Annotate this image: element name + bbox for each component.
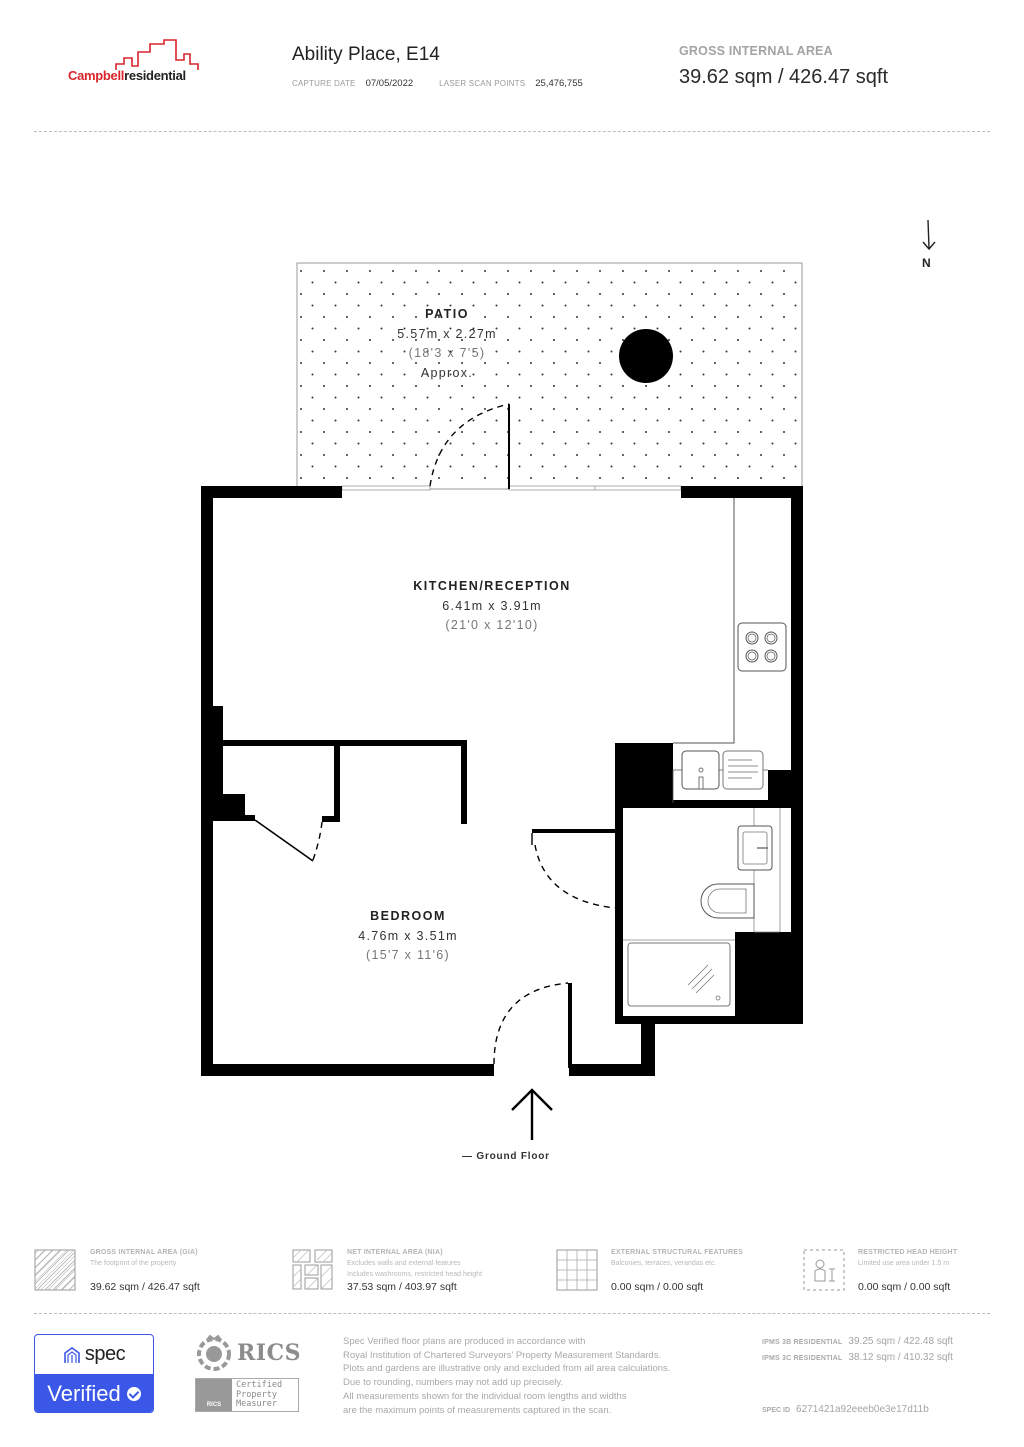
capture-date-value: 07/05/2022 — [365, 78, 414, 89]
verified-label: Verified — [47, 1381, 121, 1406]
skyline-icon — [115, 39, 199, 70]
entrance-arrow-icon — [511, 1088, 553, 1140]
check-circle-icon — [126, 1387, 141, 1401]
interior-walls — [223, 740, 623, 1068]
brand-name: Campbellresidential — [68, 68, 186, 83]
header-divider — [34, 131, 990, 132]
spec-house-icon — [64, 1346, 80, 1363]
legend-restricted-value: 0.00 sqm / 0.00 sqft — [858, 1281, 951, 1293]
room-label-bedroom: BEDROOM 4.76m x 3.51m (15'7 x 11'6) — [358, 909, 458, 962]
nia-hatch-icon — [292, 1249, 333, 1290]
legend-gia: GROSS INTERNAL AREA (GIA) The footprint … — [34, 1245, 274, 1295]
laser-scan-label: LASER SCAN POINTS — [439, 79, 526, 88]
footer-divider — [34, 1313, 990, 1314]
floor-label: — Ground Floor — [462, 1151, 550, 1162]
room-label-kitchen-reception: KITCHEN/RECEPTION 6.41m x 3.91m (21'0 x … — [413, 579, 571, 632]
north-arrow-icon — [917, 218, 941, 274]
gia-header-value: 39.62 sqm / 426.47 sqft — [679, 66, 889, 88]
scan-meta: CAPTURE DATE 07/05/2022 LASER SCAN POINTS 2… — [292, 78, 609, 89]
legend-restricted-height: RESTRICTED HEAD HEIGHT Limited use area … — [802, 1245, 1002, 1295]
rics-certified-measurer: RICS Certified Property Measurer — [195, 1378, 299, 1412]
gia-hatch-icon — [34, 1249, 76, 1291]
legend-gia-value: 39.62 sqm / 426.47 sqft — [90, 1281, 200, 1293]
restricted-height-person-icon — [803, 1249, 845, 1291]
kitchen-sink-icon — [681, 750, 764, 790]
legend-nia: NET INTERNAL AREA (NIA) Excludes walls a… — [291, 1245, 531, 1295]
rics-lion-icon — [197, 1334, 231, 1371]
rics-word: RICS — [237, 1340, 301, 1366]
rics-logo: RICS RICS Certified Property Measurer — [195, 1334, 305, 1414]
spec-verified-badge: spec Verified — [34, 1334, 154, 1413]
capture-date-label: CAPTURE DATE — [292, 79, 356, 88]
patio-round-feature — [619, 329, 673, 383]
brand-logo: Campbellresidential — [66, 38, 206, 88]
legend-external-value: 0.00 sqm / 0.00 sqft — [611, 1281, 704, 1293]
gia-header-label: GROSS INTERNAL AREA — [679, 44, 833, 58]
exterior-walls — [201, 486, 803, 1076]
grid-icon — [556, 1249, 598, 1291]
legend-external-features: EXTERNAL STRUCTURAL FEATURES Balconies, … — [555, 1245, 775, 1295]
disclaimer-text: Spec Verified floor plans are produced i… — [343, 1336, 671, 1416]
room-label-patio: PATIO 5.57m x 2.27m (18'3 x 7'5) Approx. — [397, 307, 497, 380]
property-title: Ability Place, E14 — [292, 44, 440, 65]
laser-scan-value: 25,476,755 — [535, 78, 583, 89]
north-label: N — [922, 256, 931, 270]
hob-icon — [737, 622, 787, 672]
bathroom-fixtures — [623, 808, 781, 1007]
legend-nia-value: 37.53 sqm / 403.97 sqft — [347, 1281, 457, 1293]
spec-word: spec — [84, 1343, 126, 1365]
